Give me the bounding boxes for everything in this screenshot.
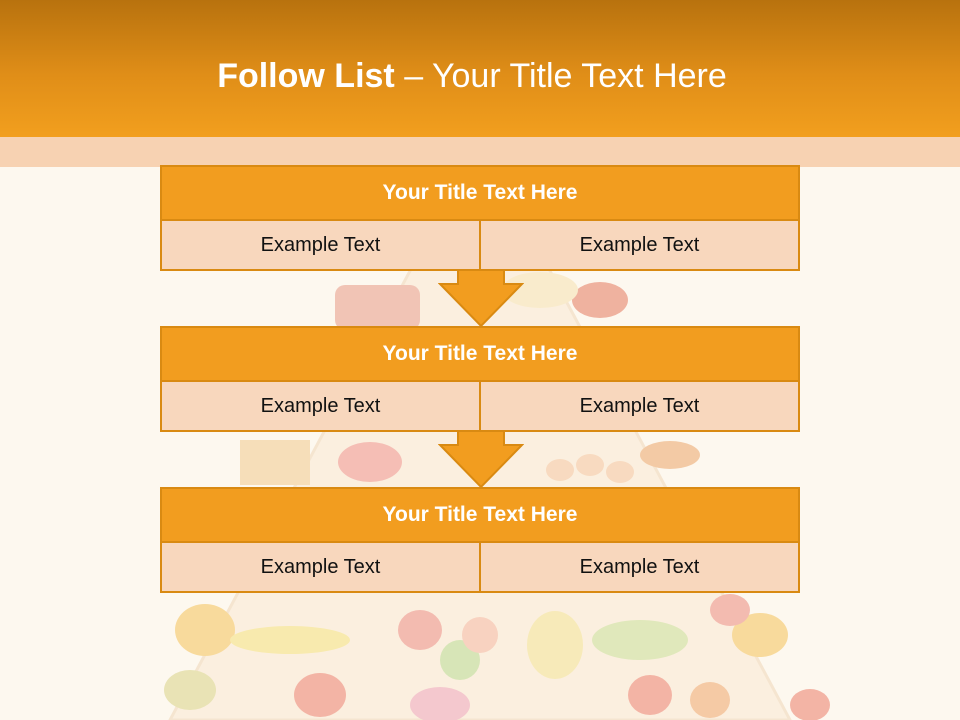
title-header-bar xyxy=(0,0,960,137)
block-title: Your Title Text Here xyxy=(160,165,800,221)
list-block-2: Your Title Text Here Example Text Exampl… xyxy=(160,326,800,432)
down-arrow-icon xyxy=(438,268,524,328)
block-row: Example Text Example Text xyxy=(160,382,800,432)
block-title: Your Title Text Here xyxy=(160,487,800,543)
block-cell-left: Example Text xyxy=(160,543,481,593)
header-accent-band xyxy=(0,137,960,167)
block-cell-right: Example Text xyxy=(479,382,800,432)
block-cell-left: Example Text xyxy=(160,382,481,432)
slide-title-rest: – Your Title Text Here xyxy=(404,57,727,95)
block-row: Example Text Example Text xyxy=(160,543,800,593)
block-cell-left: Example Text xyxy=(160,221,481,271)
list-block-3: Your Title Text Here Example Text Exampl… xyxy=(160,487,800,593)
block-cell-right: Example Text xyxy=(479,221,800,271)
block-cell-right: Example Text xyxy=(479,543,800,593)
block-row: Example Text Example Text xyxy=(160,221,800,271)
list-block-1: Your Title Text Here Example Text Exampl… xyxy=(160,165,800,271)
block-title: Your Title Text Here xyxy=(160,326,800,382)
down-arrow-icon xyxy=(438,429,524,489)
slide-title: Follow List – Your Title Text Here xyxy=(0,56,944,96)
slide-title-bold: Follow List xyxy=(217,57,395,95)
